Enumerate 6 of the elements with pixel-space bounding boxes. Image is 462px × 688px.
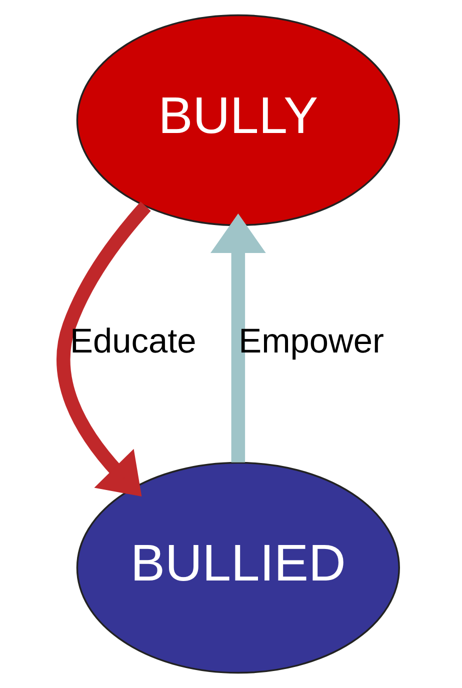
arrow [56, 202, 151, 497]
arrow [210, 214, 266, 462]
edge-label: Educate [70, 322, 196, 361]
node-ellipse: BULLY [76, 14, 400, 226]
node-ellipse: BULLIED [76, 462, 400, 674]
edge-label: Empower [238, 322, 384, 361]
